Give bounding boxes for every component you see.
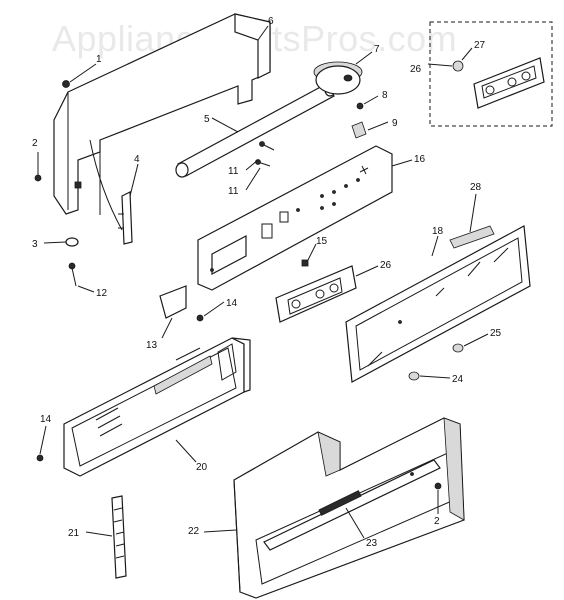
callout-6: 6 xyxy=(268,16,274,27)
part-28-bar xyxy=(449,225,495,249)
callout-15: 15 xyxy=(316,236,328,247)
callout-labels: 1 2 3 4 5 6 7 8 9 11 11 12 13 14 15 16 2… xyxy=(32,16,502,549)
part-14-screw-lower xyxy=(36,454,44,462)
callout-3: 3 xyxy=(32,239,38,250)
part-25-bumper xyxy=(452,343,464,353)
callout-7: 7 xyxy=(374,44,380,55)
callout-21: 21 xyxy=(68,528,80,539)
part-5-rod xyxy=(175,83,336,178)
part-12-bolt xyxy=(68,262,77,287)
inset-26-27 xyxy=(429,21,553,127)
part-1-screw xyxy=(62,80,70,88)
part-24-bumper xyxy=(408,371,420,381)
part-7-bracket xyxy=(313,61,363,95)
part-2-screw-upper xyxy=(34,174,42,182)
callout-4: 4 xyxy=(134,154,140,165)
callout-28: 28 xyxy=(470,182,482,193)
part-13-plate xyxy=(159,285,187,319)
callout-5: 5 xyxy=(204,114,210,125)
part-9-clip xyxy=(351,121,367,139)
part-3-washer xyxy=(65,237,79,247)
part-15-screw xyxy=(301,259,309,267)
part-20-lower-panel xyxy=(63,337,251,477)
callout-13: 13 xyxy=(146,340,158,351)
callout-2-lower: 2 xyxy=(434,516,440,527)
part-8-screw xyxy=(356,102,364,110)
callout-9: 9 xyxy=(392,118,398,129)
callout-12: 12 xyxy=(96,288,108,299)
part-11-fasteners xyxy=(255,141,275,167)
callout-26-inset: 26 xyxy=(410,64,422,75)
part-23-strip xyxy=(263,459,441,551)
callout-1: 1 xyxy=(96,54,102,65)
callout-18: 18 xyxy=(432,226,444,237)
callout-27: 27 xyxy=(474,40,486,51)
callout-24: 24 xyxy=(452,374,464,385)
callout-8: 8 xyxy=(382,90,388,101)
part-18-glass-panel xyxy=(345,225,531,383)
callout-25: 25 xyxy=(490,328,502,339)
part-4-bracket xyxy=(118,191,133,245)
callout-14-lower: 14 xyxy=(40,414,52,425)
part-6-back-panel xyxy=(53,13,271,215)
callout-26-middle: 26 xyxy=(380,260,392,271)
leader-lines xyxy=(37,25,489,539)
callout-22: 22 xyxy=(188,526,200,537)
callout-16: 16 xyxy=(414,154,426,165)
callout-2-upper: 2 xyxy=(32,138,38,149)
callout-23: 23 xyxy=(366,538,378,549)
callout-11-upper: 11 xyxy=(228,166,239,177)
part-26-overlay-middle xyxy=(275,265,357,323)
part-16-control-panel xyxy=(197,145,393,291)
part-14-screw-upper xyxy=(196,314,204,322)
callout-14-upper: 14 xyxy=(226,298,238,309)
part-2-screw-lower xyxy=(434,482,442,490)
callout-11-lower: 11 xyxy=(228,186,239,197)
callout-20: 20 xyxy=(196,462,208,473)
part-21-strip xyxy=(111,495,127,579)
